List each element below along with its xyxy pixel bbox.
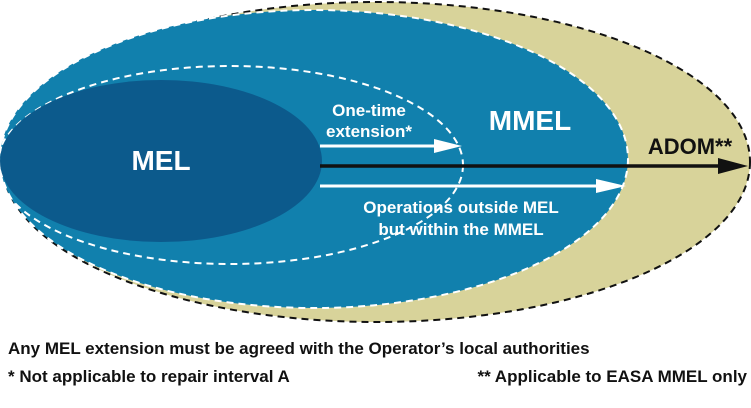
operations-outside-mel-label-line1: Operations outside MEL: [363, 198, 559, 217]
easa-footnote: ** Applicable to EASA MMEL only: [477, 367, 747, 386]
agreement-note: Any MEL extension must be agreed with th…: [8, 339, 590, 358]
one-time-extension-label-line2: extension*: [326, 122, 412, 141]
operations-outside-mel-arrow: [320, 179, 626, 193]
one-time-extension-arrow: [320, 139, 462, 153]
mel-label: MEL: [131, 145, 190, 176]
adom-label: ADOM**: [648, 134, 733, 159]
mel-region: [0, 80, 322, 242]
mmel-label: MMEL: [489, 105, 571, 136]
adom-arrow: [320, 158, 748, 174]
mel-mmel-adom-diagram: MEL MMEL ADOM** One-time extension* Oper…: [0, 1, 751, 323]
repair-interval-footnote: * Not applicable to repair interval A: [8, 367, 290, 386]
one-time-extension-label-line1: One-time: [332, 101, 406, 120]
operations-outside-mel-label-line2: but within the MMEL: [378, 220, 543, 239]
